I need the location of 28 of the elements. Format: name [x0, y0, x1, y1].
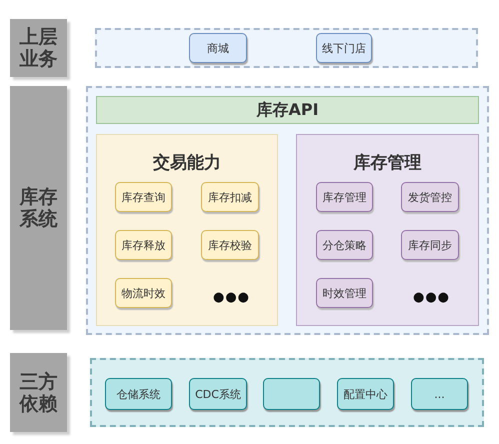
module-box: 库存校验: [201, 230, 259, 260]
module-box: 库存释放: [115, 230, 172, 260]
module-box: 线下门店: [316, 33, 372, 63]
module-box: 物流时效: [115, 278, 172, 308]
module-box: 库存查询: [115, 182, 172, 212]
layer-label: 三方依赖: [10, 353, 67, 432]
module-box: 发货管控: [401, 182, 459, 212]
group-container: [86, 86, 489, 335]
module-box: [263, 378, 320, 410]
layer-label: 库存系统: [10, 86, 67, 330]
ellipsis-mark: ●●●: [213, 290, 250, 305]
api-bar: 库存API: [96, 96, 479, 124]
panel: 库存管理 库存管理 发货管控 分仓策略 库存同步 时效管理 ●●●: [296, 134, 479, 326]
module-box: 配置中心: [337, 378, 394, 410]
module-box: CDC系统: [189, 378, 247, 410]
group-container: [95, 28, 478, 68]
panel: 交易能力 库存查询 库存扣减 库存释放 库存校验 物流时效 ●●●: [96, 134, 278, 326]
module-box: 商城: [189, 33, 247, 63]
module-box: 库存扣减: [201, 182, 259, 212]
group-container: [90, 358, 484, 427]
module-box: 库存同步: [401, 230, 459, 260]
module-box: 库存管理: [316, 182, 373, 212]
module-box: 时效管理: [316, 278, 373, 308]
module-box: 分仓策略: [316, 230, 373, 260]
layer-label: 上层业务: [10, 19, 67, 77]
ellipsis-mark: ●●●: [413, 290, 450, 305]
module-box: 仓储系统: [105, 378, 172, 410]
module-box: ...: [411, 378, 468, 410]
